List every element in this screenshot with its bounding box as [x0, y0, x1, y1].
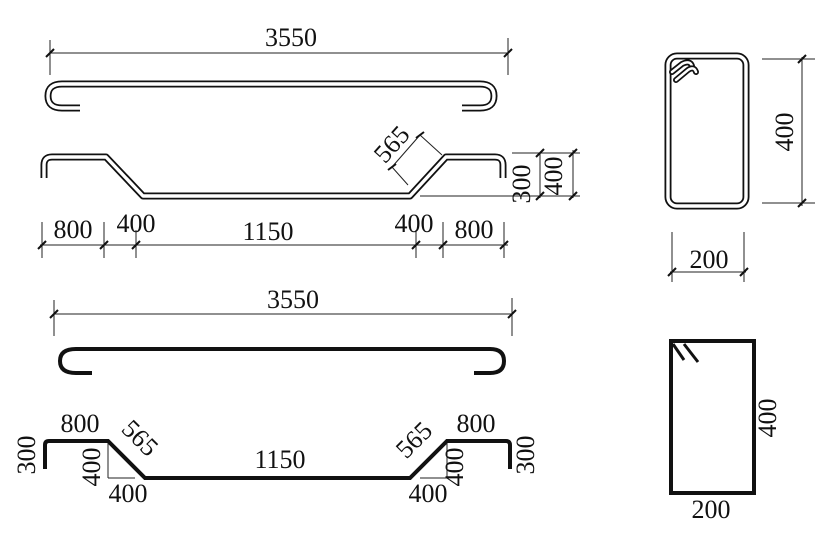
bottom-left-top-label: 800 [61, 409, 100, 438]
top-stirrup-width-label: 200 [690, 245, 729, 274]
bottom-left-rise-label: 400 [77, 448, 106, 487]
bottom-straight-bar-length-label: 3550 [267, 285, 319, 314]
bottom-left-hook-label: 300 [12, 436, 41, 475]
bottom-bent-bar-group: 300 800 565 400 400 1150 565 400 400 800… [12, 409, 540, 508]
top-bent-bar-inner-height-label: 300 [507, 165, 536, 204]
top-straight-bar-shape [44, 80, 498, 112]
bottom-stirrup-group: 400 200 [669, 339, 782, 524]
top-stirrup-group: 400 200 [664, 52, 815, 282]
top-bent-bar-outer-height-label: 400 [539, 157, 568, 196]
bottom-right-hook-label: 300 [511, 436, 540, 475]
bottom-right-rise-label: 400 [440, 448, 469, 487]
segment-label-5: 800 [455, 215, 494, 244]
top-straight-bar-group: 3550 [44, 23, 513, 112]
top-stirrup-height-dimension: 400 [762, 54, 815, 208]
segment-label-1: 800 [54, 215, 93, 244]
stirrup-hook-icon [671, 343, 700, 363]
segment-label-4: 400 [395, 209, 434, 238]
bottom-left-run-label: 400 [109, 479, 148, 508]
top-stirrup-width-dimension: 200 [667, 232, 749, 282]
top-bent-bar-group: 565 300 400 [37, 120, 580, 258]
bottom-stirrup-height-label: 400 [753, 399, 782, 438]
bottom-straight-bar-dimension: 3550 [49, 285, 517, 336]
top-bent-bar-height-dimensions: 300 400 [420, 148, 580, 204]
bottom-right-top-label: 800 [457, 409, 496, 438]
bottom-right-run-label: 400 [409, 479, 448, 508]
top-straight-bar-length-label: 3550 [265, 23, 317, 52]
top-bent-bar-shape [40, 153, 507, 200]
bottom-bent-bar-shape [43, 439, 512, 480]
bottom-stirrup-shape [669, 339, 756, 495]
stirrup-hook-icon [669, 59, 699, 83]
bottom-straight-bar-shape [57, 347, 507, 375]
top-bent-bar-slope-label: 565 [368, 120, 416, 168]
bottom-stirrup-width-label: 200 [692, 495, 731, 524]
segment-label-2: 400 [117, 209, 156, 238]
segment-label-3: 1150 [242, 217, 293, 246]
bottom-bent-bar-helper-lines [107, 443, 448, 479]
bottom-straight-bar-group: 3550 [49, 285, 517, 375]
top-stirrup-height-label: 400 [770, 113, 799, 152]
top-stirrup-shape [664, 52, 750, 210]
top-bent-bar-segment-dimensions: 800 400 1150 400 800 [37, 209, 509, 258]
bottom-middle-label: 1150 [254, 445, 305, 474]
top-straight-bar-dimension: 3550 [45, 23, 513, 75]
